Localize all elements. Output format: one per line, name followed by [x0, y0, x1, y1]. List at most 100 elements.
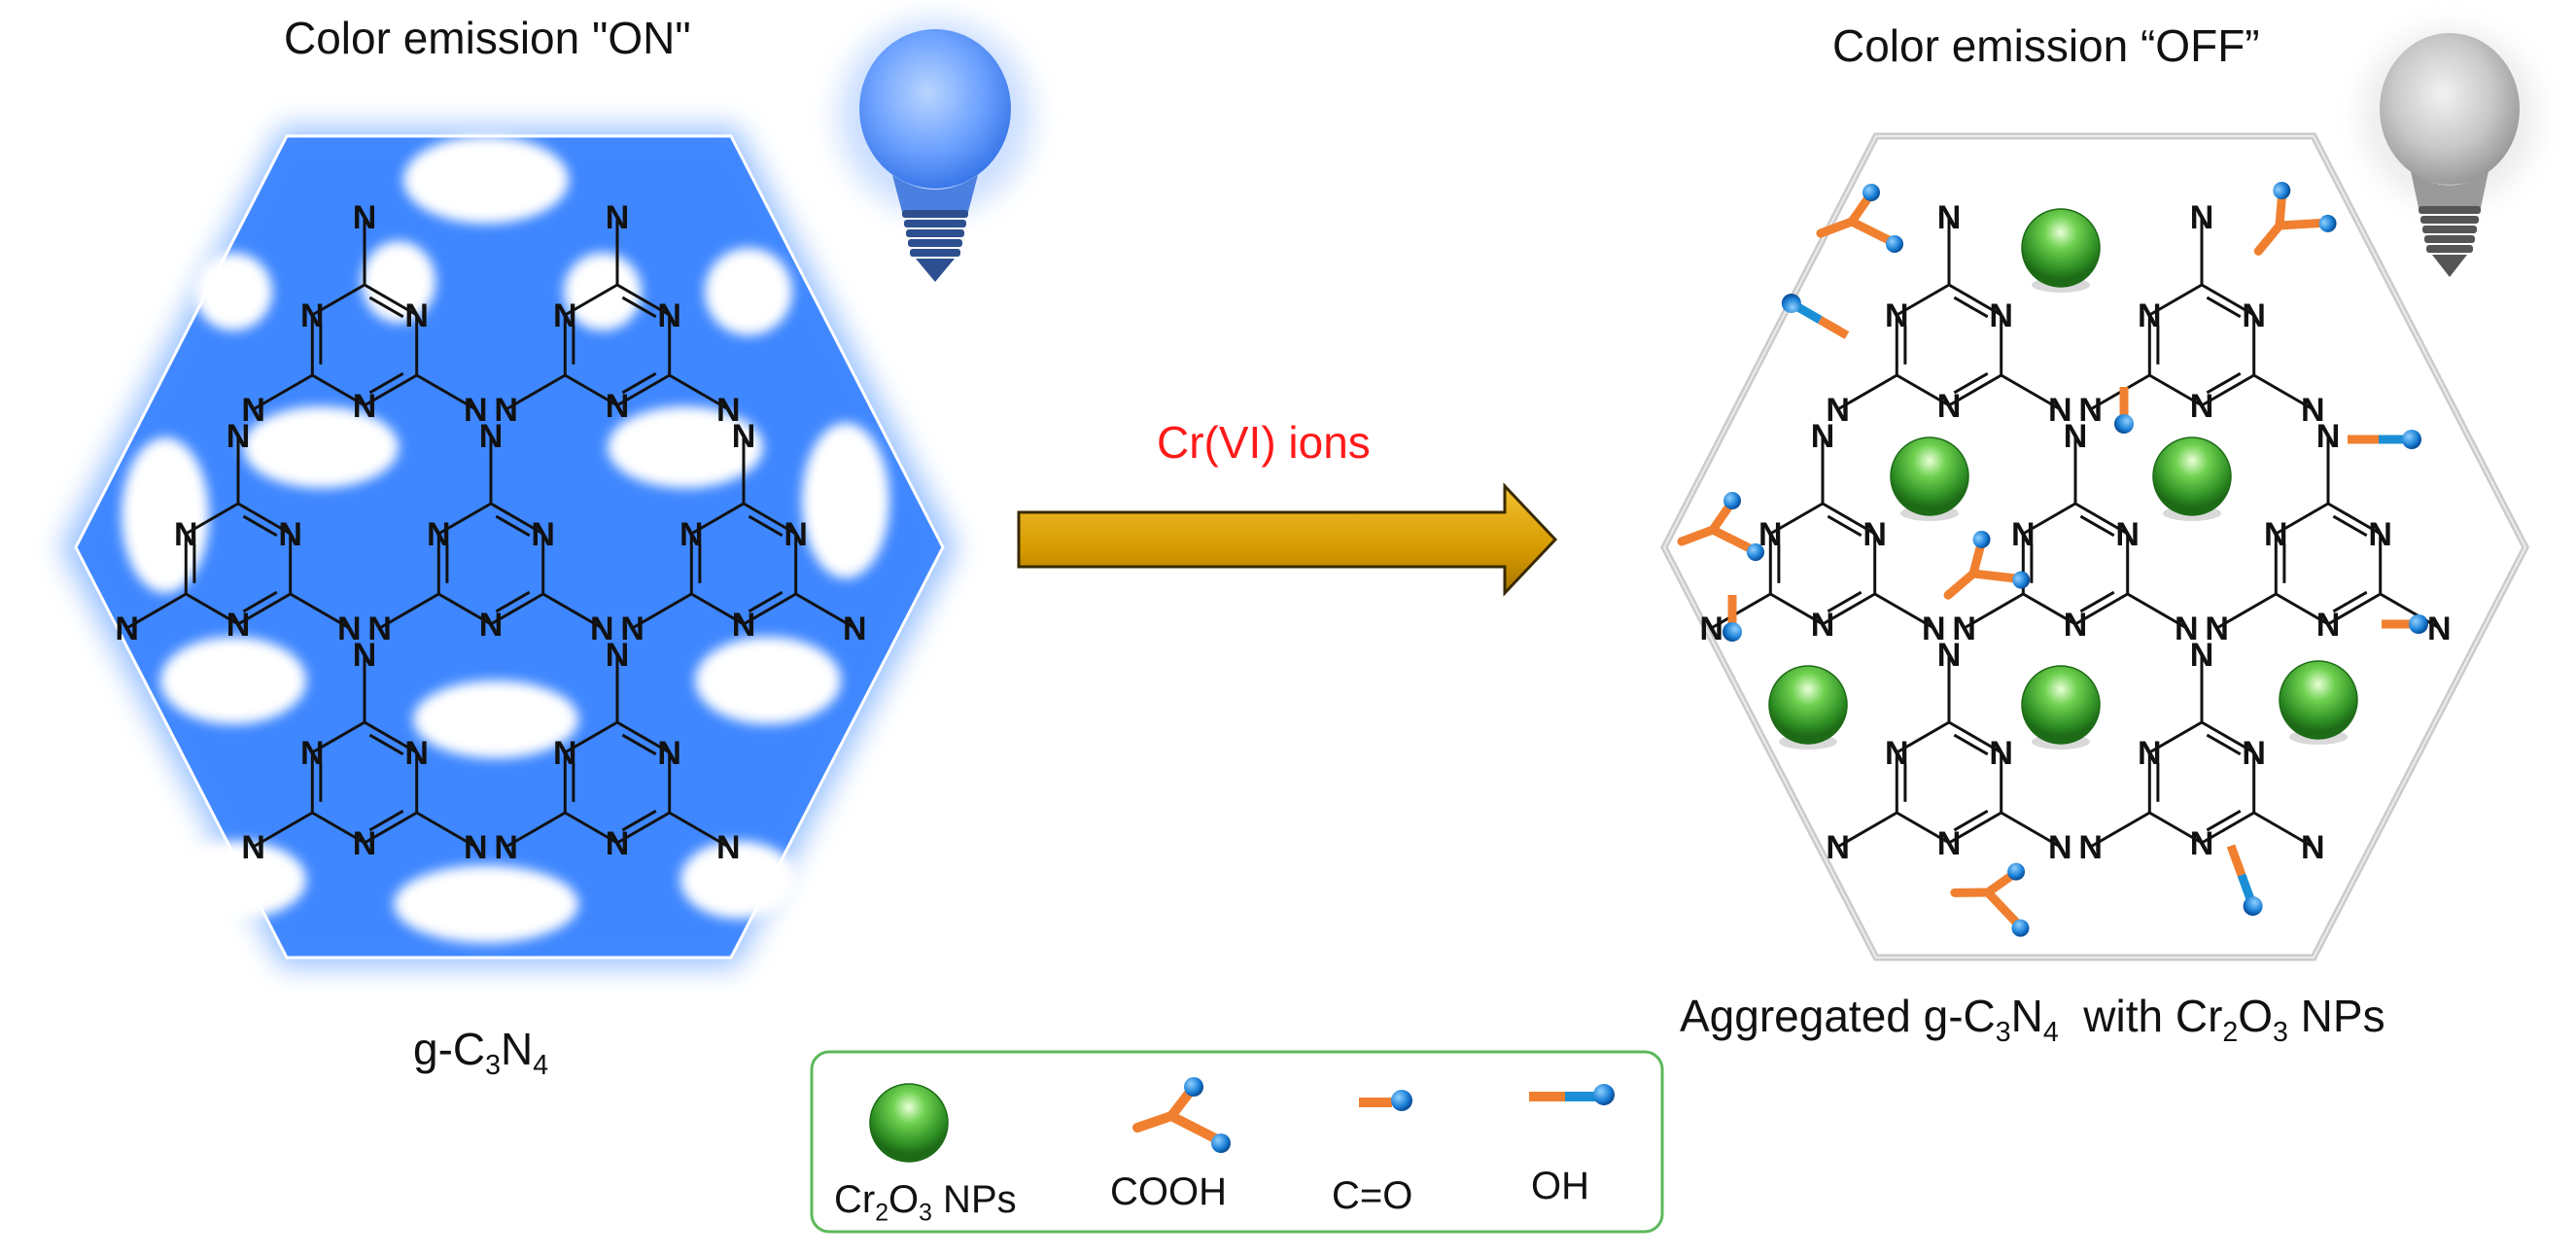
ring-double-bond [1953, 809, 1989, 832]
ring-bond [1769, 592, 1824, 626]
ring-double-bond [495, 514, 531, 538]
ring-double-bond [2206, 809, 2242, 832]
nitrogen-atom-label: N [657, 297, 681, 334]
ring-bond [437, 592, 492, 626]
ring-bond [743, 592, 797, 626]
cooh-group [1816, 184, 1903, 253]
bridge-nitrogen-label: N [464, 829, 488, 866]
nitrogen-atom-label: N [606, 825, 630, 862]
ring-bond [490, 592, 544, 626]
ring-bond [616, 811, 671, 845]
nitrogen-atom-label: N [174, 516, 198, 553]
ring-double-bond [2079, 514, 2115, 538]
bridge-nitrogen-label: N [367, 611, 392, 647]
nitrogen-atom-label: N [1862, 516, 1887, 553]
bridge-nitrogen-label: N [606, 199, 630, 236]
ring-double-bond [368, 733, 404, 756]
bridge-bond [289, 592, 351, 630]
surface-functional-groups [1677, 182, 2428, 937]
ring-bond [2275, 592, 2329, 626]
bridge-bond [2379, 592, 2441, 630]
nitrogen-atom-label: N [353, 388, 377, 425]
ring-double-bond [495, 590, 531, 613]
ring-double-bond [1827, 590, 1862, 613]
bridge-nitrogen-label: N [353, 637, 377, 674]
nitrogen-atom-label: N [404, 297, 429, 334]
bridge-nitrogen-label: N [353, 199, 377, 236]
bridge-bond [2252, 373, 2315, 411]
bridge-bond [505, 811, 567, 849]
bridge-nitrogen-label: N [2175, 611, 2199, 647]
ring-bond [616, 283, 671, 317]
oh-group [2226, 844, 2263, 917]
ring-double-bond [748, 590, 783, 613]
ring-double-bond [2332, 590, 2368, 613]
bridge-nitrogen-label: N [2078, 392, 2103, 429]
ring-double-bond [2206, 296, 2242, 319]
nitrogen-atom-label: N [553, 735, 577, 772]
nitrogen-atom-label: N [2138, 297, 2162, 334]
ring-bond [564, 720, 618, 754]
nitrogen-atom-label: N [300, 735, 325, 772]
nitrogen-atom-label: N [2264, 516, 2288, 553]
nitrogen-atom-label: N [353, 825, 377, 862]
right-panel-title: Color emission “OFF” [1832, 20, 2260, 71]
bulb-on-icon [838, 19, 1032, 282]
nitrogen-atom-label: N [278, 516, 302, 553]
bridge-nitrogen-label: N [494, 392, 518, 429]
nitrogen-atom-label: N [783, 516, 808, 553]
ring-bond [1896, 283, 1950, 317]
bridge-nitrogen-label: N [241, 392, 265, 429]
ring-bond [2275, 502, 2329, 536]
ring-bond [2148, 811, 2203, 845]
nitrogen-atom-label: N [1811, 607, 1835, 644]
bridge-bond [1963, 592, 2025, 630]
nitrogen-atom-label: N [404, 735, 429, 772]
bridge-bond [541, 592, 604, 630]
legend-box [810, 1050, 1664, 1234]
ring-double-bond [368, 296, 404, 319]
ring-bond [564, 373, 618, 407]
bridge-nitrogen-label: N [494, 829, 518, 866]
bridge-nitrogen-label: N [1811, 418, 1835, 455]
bridge-nitrogen-label: N [2190, 637, 2214, 674]
nitrogen-atom-label: N [2368, 516, 2392, 553]
ring-bond [2148, 720, 2203, 754]
bridge-nitrogen-label: N [2301, 829, 2325, 866]
bridge-nitrogen-label: N [716, 829, 741, 866]
ring-bond [185, 502, 239, 536]
ring-bond [1896, 373, 1950, 407]
ring-bond [2074, 502, 2129, 536]
bridge-bond [2000, 811, 2062, 849]
nitrogen-atom-label: N [479, 607, 504, 644]
left-panel-title: Color emission "ON" [284, 13, 691, 63]
bridge-bond [1836, 811, 1898, 849]
bridge-bond [668, 373, 730, 411]
nitrogen-atom-label: N [300, 297, 325, 334]
bridge-bond [794, 592, 856, 630]
nitrogen-atom-label: N [1937, 825, 1962, 862]
ring-bond [311, 811, 366, 845]
bridge-bond [2252, 811, 2315, 849]
bridge-nitrogen-label: N [226, 418, 251, 455]
bridge-nitrogen-label: N [1826, 829, 1850, 866]
ring-double-bond [1953, 296, 1989, 319]
bridge-bond [2000, 373, 2062, 411]
bridge-nitrogen-label: N [2078, 829, 2103, 866]
bridge-bond [505, 373, 567, 411]
left-panel-caption: g-C3N4 [413, 1024, 549, 1081]
nitrogen-atom-label: N [2138, 735, 2162, 772]
ring-bond [2327, 502, 2382, 536]
cooh-group [1943, 530, 2031, 600]
bridge-nitrogen-label: N [2427, 611, 2452, 647]
bridge-nitrogen-label: N [620, 611, 644, 647]
right-molecular-skeleton: NNNNNNNNNNNNNNNNNNNNNNNNNNNNNNNNNNNNNNNN… [1699, 199, 2451, 866]
nitrogen-atom-label: N [679, 516, 704, 553]
ring-bond [364, 283, 418, 317]
bridge-nitrogen-label: N [2048, 392, 2072, 429]
nitrogen-atom-label: N [531, 516, 555, 553]
cr2o3-nanoparticle [1890, 436, 1969, 516]
bridge-nitrogen-label: N [241, 829, 265, 866]
co-group [2114, 387, 2134, 434]
